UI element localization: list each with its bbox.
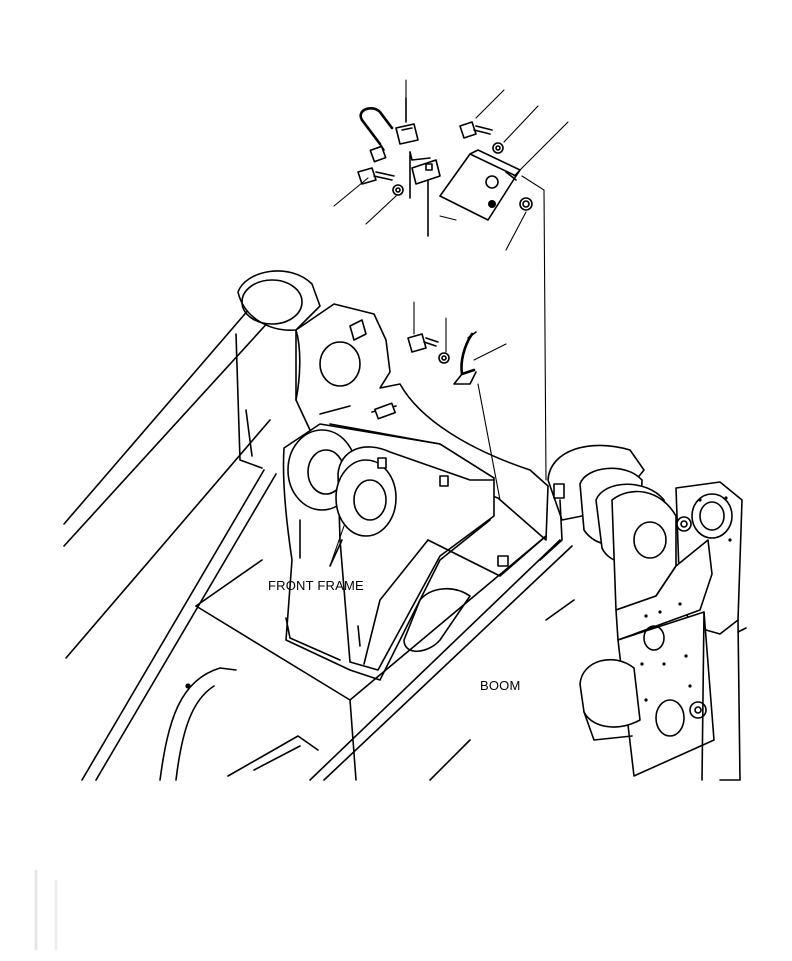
scan-artifact (34, 870, 58, 950)
boom-label: BOOM (480, 678, 521, 693)
leader-lines (329, 79, 569, 567)
sensor-assembly (357, 97, 533, 237)
front-frame-label: FRONT FRAME (268, 578, 364, 593)
bracket-clamp-assembly (407, 331, 477, 385)
right-boom-arm (539, 444, 747, 781)
front-frame-lugs (282, 423, 495, 681)
left-boom-arm (63, 270, 321, 781)
boom-body (159, 535, 575, 781)
